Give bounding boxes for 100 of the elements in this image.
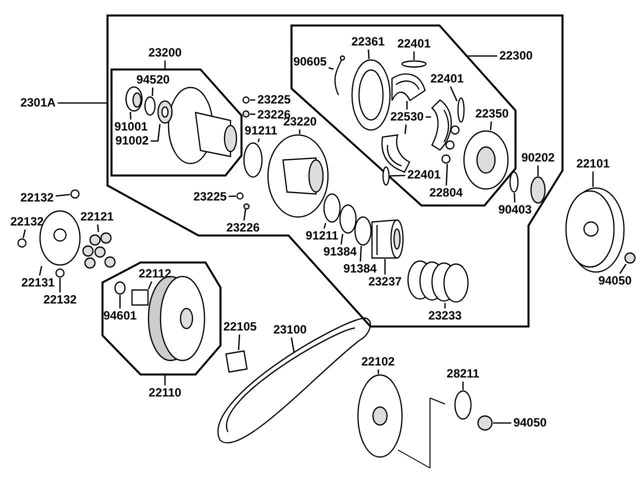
bushing-drawing bbox=[131, 289, 149, 306]
part-number: 91384 bbox=[322, 246, 358, 258]
part-number: 94601 bbox=[102, 310, 138, 322]
spring-seat-drawing bbox=[371, 219, 404, 259]
part-number: 22804 bbox=[428, 186, 464, 200]
pivot-pin-drawing bbox=[441, 125, 460, 164]
leader-line bbox=[390, 174, 406, 177]
collar-drawing bbox=[125, 86, 143, 112]
part-number: 22530 bbox=[389, 110, 425, 124]
part-number: 22132 bbox=[19, 192, 55, 204]
hub-plate-drawing bbox=[454, 390, 472, 420]
part-number: 22300 bbox=[498, 50, 534, 62]
part-number: 91384 bbox=[342, 262, 378, 276]
leader-line bbox=[290, 337, 295, 352]
part-number: 90403 bbox=[497, 204, 533, 216]
part-number: 22102 bbox=[360, 356, 396, 368]
leader-line bbox=[228, 195, 236, 198]
leader-line bbox=[619, 264, 627, 274]
part-number: 22101 bbox=[575, 158, 611, 170]
o-ring-drawing bbox=[339, 204, 357, 234]
part-number: 23225 bbox=[192, 190, 228, 204]
leader-line bbox=[514, 192, 516, 203]
leader-line bbox=[406, 101, 408, 110]
part-number: 22132 bbox=[9, 216, 45, 228]
leader-line bbox=[164, 60, 166, 69]
part-number: 90202 bbox=[520, 152, 556, 164]
clutch-shoe-drawing bbox=[431, 99, 452, 151]
spring-drawing bbox=[382, 166, 390, 186]
leader-line bbox=[119, 295, 121, 308]
leader-line bbox=[238, 334, 240, 350]
leader-line bbox=[537, 166, 539, 176]
leader-line bbox=[97, 224, 100, 232]
spacer-ring-drawing bbox=[144, 96, 156, 116]
slider-drawing bbox=[17, 238, 27, 248]
leader-line bbox=[360, 246, 362, 262]
seal-drawing bbox=[530, 176, 546, 204]
leader-line bbox=[450, 86, 458, 102]
drive-plate-drawing bbox=[463, 130, 509, 190]
o-ring-drawing bbox=[323, 193, 341, 223]
bearing-drawing bbox=[157, 100, 173, 124]
part-number: 22110 bbox=[148, 386, 182, 400]
leader-line bbox=[444, 303, 446, 308]
pin-drawing bbox=[242, 96, 250, 104]
part-number: 91211 bbox=[244, 124, 278, 138]
leader-line bbox=[258, 138, 260, 142]
leader-line bbox=[490, 121, 492, 130]
part-number: 22401 bbox=[429, 72, 465, 86]
washer-drawing bbox=[114, 281, 126, 295]
leader-line bbox=[152, 87, 154, 96]
leader-line bbox=[150, 124, 161, 142]
leader-line bbox=[446, 164, 448, 186]
leader-line bbox=[493, 422, 512, 424]
part-number: 22350 bbox=[474, 108, 510, 120]
leader-line bbox=[250, 113, 256, 115]
part-number: 23200 bbox=[147, 46, 183, 60]
sliding-sheave-drawing bbox=[267, 134, 329, 218]
part-number: 23100 bbox=[272, 324, 308, 336]
part-number: 22361 bbox=[350, 36, 386, 48]
collar-drawing bbox=[225, 350, 248, 373]
part-number: 91211 bbox=[304, 230, 340, 242]
leader-line bbox=[378, 369, 380, 374]
part-number: 22132 bbox=[42, 294, 78, 306]
part-number: 94050 bbox=[597, 274, 633, 288]
part-number: 22121 bbox=[79, 210, 115, 224]
clutch-shoe-drawing bbox=[391, 72, 426, 101]
leader-line bbox=[148, 281, 152, 290]
clutch-drum-drawing bbox=[565, 187, 625, 273]
part-number: 94520 bbox=[135, 74, 171, 86]
part-number: 22105 bbox=[222, 320, 258, 334]
leader-line bbox=[592, 172, 594, 187]
leader-line bbox=[384, 259, 386, 274]
part-number: 23226 bbox=[225, 222, 261, 234]
leader-line bbox=[323, 222, 326, 229]
leader-line bbox=[38, 266, 42, 276]
leader-line bbox=[467, 55, 498, 57]
spring-drawing bbox=[407, 260, 469, 303]
leader-line bbox=[426, 116, 431, 118]
part-number: 94050 bbox=[512, 416, 548, 430]
leader-line bbox=[340, 234, 344, 245]
leader-line bbox=[164, 374, 166, 386]
nut-drawing bbox=[477, 415, 493, 431]
part-number: 23225 bbox=[256, 94, 292, 106]
part-number: 2301A bbox=[19, 96, 57, 110]
leader-line bbox=[368, 49, 370, 60]
slider-drawing bbox=[70, 189, 80, 199]
spring-drawing bbox=[401, 60, 427, 68]
part-number: 28211 bbox=[446, 368, 480, 380]
washer-drawing bbox=[242, 110, 250, 118]
washer-drawing bbox=[509, 171, 519, 193]
leader-line bbox=[56, 194, 70, 197]
part-number: 22131 bbox=[20, 276, 56, 290]
seal-ring-drawing bbox=[243, 142, 263, 178]
part-number: 91001 bbox=[113, 120, 149, 134]
leader-line bbox=[22, 229, 26, 238]
leader-line bbox=[243, 209, 246, 221]
part-number: 23233 bbox=[427, 310, 463, 322]
leader-line bbox=[130, 112, 132, 120]
roller-weights-drawing bbox=[82, 232, 116, 269]
leader-line bbox=[59, 278, 61, 292]
nut-drawing bbox=[624, 252, 636, 264]
